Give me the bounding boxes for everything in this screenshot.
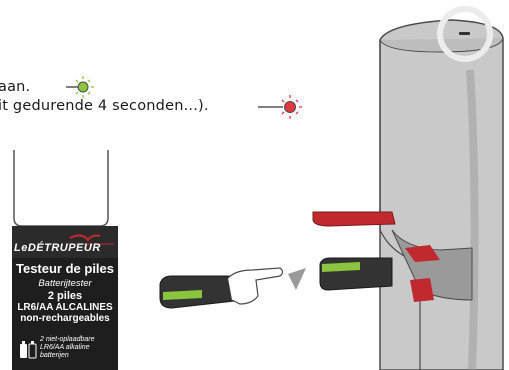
led-red-icon xyxy=(258,95,302,119)
package-nl-line-1: 2 niet-oplaadbare xyxy=(40,336,95,343)
package-brand: LeDÉTRUPEUR xyxy=(14,242,101,254)
instruction-line-2: it gedurende 4 seconden...). xyxy=(0,98,209,114)
instruction-line-1: aan. xyxy=(0,79,31,95)
battery-strip-inserted xyxy=(319,257,393,291)
package-hanger xyxy=(13,150,109,227)
insert-direction-arrow xyxy=(288,268,306,290)
battery-package xyxy=(12,226,118,370)
package-rechargeable: non-rechargeables xyxy=(20,313,110,324)
battery-icon xyxy=(20,341,37,359)
package-type: LR6/AA ALCALINES xyxy=(17,302,113,313)
package-subtitle: Batterijtester xyxy=(38,278,92,289)
battery-strip-hand xyxy=(159,267,284,309)
battery-tester-device xyxy=(312,6,504,370)
package-title: Testeur de piles xyxy=(15,261,114,276)
led-green-icon xyxy=(66,76,94,98)
package-nl-line-3: batterijen xyxy=(40,352,69,359)
package-nl-line-2: LR6/AA alkaline xyxy=(40,344,90,351)
package-count: 2 piles xyxy=(47,290,83,302)
